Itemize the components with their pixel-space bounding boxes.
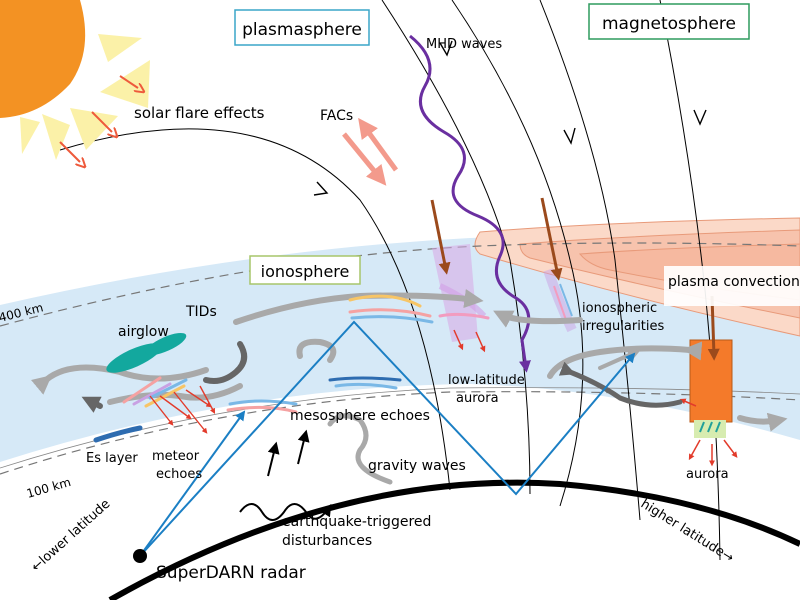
superdarn-radar-label: SuperDARN radar [156,563,306,583]
ionosphere-band [0,235,800,462]
field-line-arrowheads [313,40,707,196]
meteor-red-arrows [149,385,216,434]
mhd-waves-label: MHD waves [426,37,502,52]
lower-latitude-label: ←lower latitude [29,497,114,575]
solar-flare-label: solar flare effects [134,104,265,122]
altitude-100km-label: 100 km [25,475,72,501]
ionosphere-box: ionosphere [249,255,361,285]
solar-flare-arrows [59,75,138,162]
upward-arrows [267,429,310,477]
superdarn-radar-site [133,549,147,563]
svg-text:ionosphere: ionosphere [261,262,350,281]
airglow-ellipses [106,333,187,373]
wave-arrows [81,341,683,413]
es-layer-streak [93,425,143,443]
mesosphere-echoes-label: mesosphere echoes [290,408,430,424]
irregularity-streaks [226,294,490,414]
facs-label: FACs [320,108,353,124]
earthquake-label-2: disturbances [282,533,372,549]
svg-text:plasmasphere: plasmasphere [242,20,362,40]
gravity-waves-label: gravity waves [368,458,466,474]
magnetosphere-box: magnetosphere [588,3,750,40]
airglow-label: airglow [118,324,169,340]
fac-arrows [342,117,399,186]
sun-icon [0,0,150,160]
es-layer-label: Es layer [86,451,138,466]
low-latitude-aurora-label-2: aurora [456,391,499,406]
radar-beams [139,320,636,557]
ionospheric-irregularities-label-2: irregularities [582,319,665,334]
tids-label: TIDs [185,304,217,320]
ionospheric-flow-arrows [31,288,788,485]
aurora-label: aurora [686,467,729,482]
meteor-echoes-label-1: meteor [152,449,200,464]
earthquake-wave [239,503,332,521]
svg-text:magnetosphere: magnetosphere [602,14,736,34]
ionospheric-irregularities-label-1: ionospheric [582,301,657,316]
meteor-echoes-label-2: echoes [156,467,202,482]
altitude-100km-line [0,391,800,475]
ionospheric-irregularity [543,268,577,333]
aurora-red-arrows [679,398,738,467]
low-latitude-aurora-label-1: low-latitude [448,373,525,388]
earthquake-label-1: earthquake-triggered [282,514,431,530]
mhd-waves [409,34,531,373]
plasmasphere-box: plasmasphere [234,9,370,46]
plasma-convection-label: plasma convection [668,274,800,290]
aurora-column [689,339,733,438]
meteor-streaks [122,376,188,408]
